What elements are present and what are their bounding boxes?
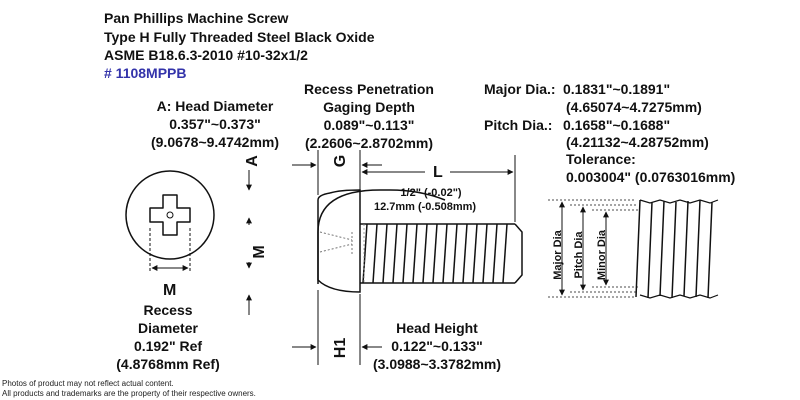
length-inch: 1/2" (-0.02") [400, 187, 462, 199]
title-line-1: Pan Phillips Machine Screw [104, 10, 289, 26]
screw-side-view [317, 189, 523, 293]
head-height-inch: 0.122"~0.133" [391, 338, 483, 354]
major-dia-inch: 0.1831"~0.1891" [563, 81, 671, 97]
recess-penetration-inch: 0.089"~0.113" [323, 117, 415, 133]
pitch-dia-label: Pitch Dia.: [484, 117, 553, 133]
major-dia-label: Major Dia.: [484, 81, 556, 97]
head-height-title: Head Height [396, 320, 478, 336]
tolerance-label: Tolerance: [566, 151, 636, 167]
footer-line-1: Photos of product may not reflect actual… [2, 379, 174, 388]
dim-letter-l: L [433, 164, 443, 181]
recess-diameter-mm: (4.8768mm Ref) [116, 356, 220, 372]
title-line-2: Type H Fully Threaded Steel Black Oxide [104, 29, 375, 45]
length-mm: 12.7mm (-0.508mm) [373, 201, 477, 213]
head-diameter-mm: (9.0678~9.4742mm) [150, 134, 280, 150]
recess-diameter-inch: 0.192" Ref [133, 338, 203, 354]
recess-penetration-title-2: Gaging Depth [323, 99, 415, 115]
tolerance-value: 0.003004" (0.0763016mm) [566, 169, 736, 185]
dim-h1-arrows [292, 290, 382, 365]
pitch-dia-inch: 0.1658"~0.1688" [563, 117, 671, 133]
thread-profile-detail [548, 199, 719, 299]
dim-g-arrows [292, 150, 382, 195]
title-line-3: ASME B18.6.3-2010 #10-32x1/2 [104, 47, 308, 63]
pitch-dia-mm: (4.21132~4.28752mm) [566, 134, 709, 150]
head-diameter-title: A: Head Diameter [156, 98, 274, 114]
major-dia-mm: (4.65074~4.7275mm) [566, 99, 702, 115]
recess-penetration-mm: (2.2606~2.8702mm) [304, 135, 434, 151]
head-top-view [125, 170, 215, 272]
part-number: # 1108MPPB [104, 65, 187, 81]
recess-penetration-title-1: Recess Penetration [304, 81, 434, 97]
dim-l-arrows [361, 155, 516, 222]
head-diameter-inch: 0.357"~0.373" [169, 116, 261, 132]
footer-line-2: All products and trademarks are the prop… [2, 389, 256, 398]
head-height-mm: (3.0988~3.3782mm) [372, 356, 502, 372]
recess-diameter-line-1: Recess [143, 302, 193, 318]
dim-letter-m-top: M [163, 282, 177, 299]
recess-diameter-line-2: Diameter [138, 320, 198, 336]
